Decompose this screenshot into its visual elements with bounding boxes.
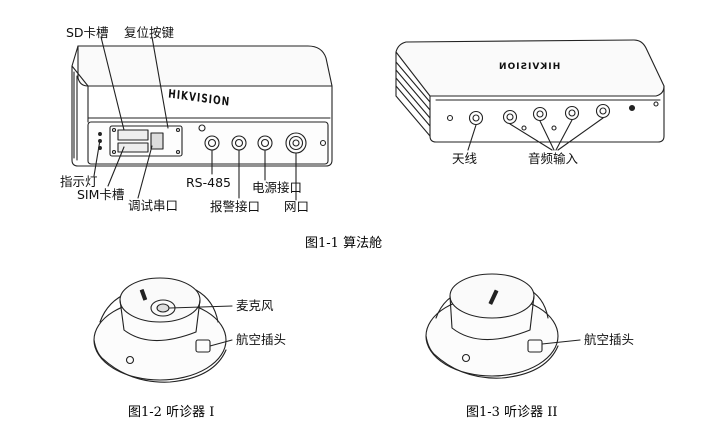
label-audio-input: 音频输入 [528, 151, 579, 166]
label-network-port: 网口 [284, 199, 310, 214]
stethoscope-2-illustration [425, 273, 581, 379]
figure-1-caption: 图1-1 算法舱 [305, 236, 383, 251]
label-microphone: 麦克风 [236, 298, 274, 313]
label-sd-slot: SD卡槽 [66, 25, 109, 40]
label-aviation-plug-1: 航空插头 [236, 332, 287, 347]
label-indicator: 指示灯 [60, 174, 98, 189]
label-power-port: 电源接口 [252, 180, 303, 195]
label-antenna: 天线 [452, 151, 478, 166]
figure-2-caption: 图1-2 听诊器 I [128, 405, 215, 420]
label-debug-port: 调试串口 [128, 198, 179, 213]
label-rs485: RS-485 [186, 175, 231, 190]
label-aviation-plug-2: 航空插头 [584, 332, 635, 347]
label-alarm-port: 报警接口 [210, 199, 261, 214]
device-front-illustration [71, 36, 333, 201]
label-sim-slot: SIM卡槽 [77, 187, 125, 202]
device-rear-illustration [395, 39, 665, 151]
stethoscope-1-illustration [93, 277, 233, 383]
label-reset-button: 复位按键 [124, 25, 175, 40]
figure-3-caption: 图1-3 听诊器 II [466, 405, 558, 420]
brand-logo-rear: HIKVISION [498, 62, 561, 72]
